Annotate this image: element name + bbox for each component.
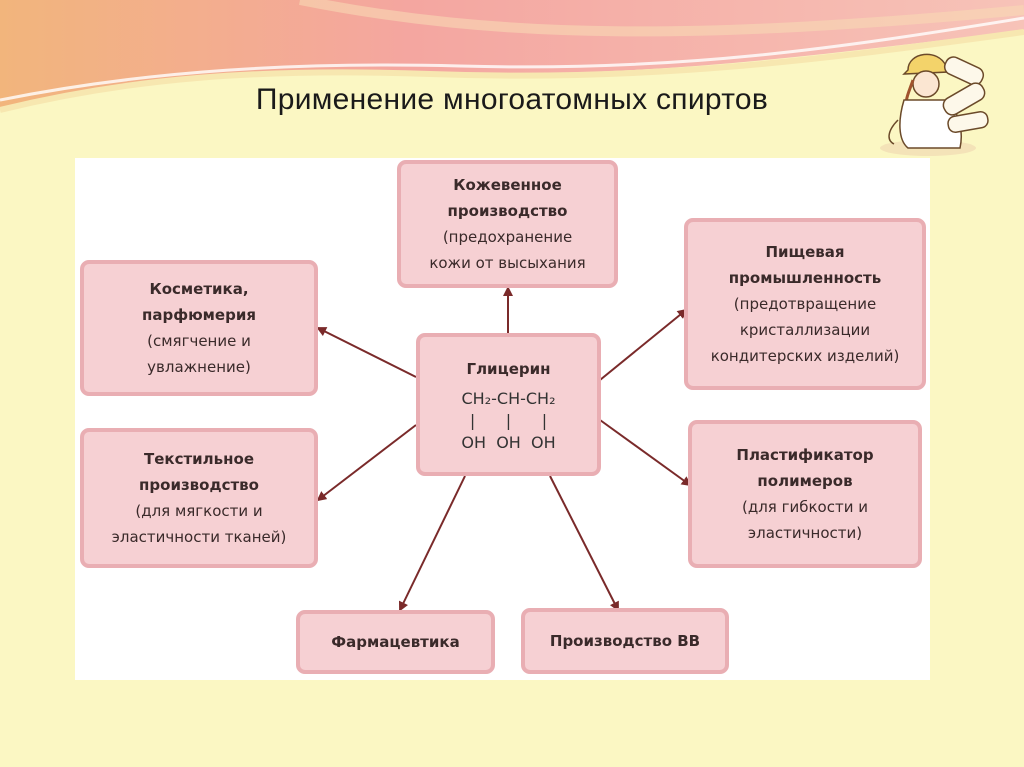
node-note: кристаллизации xyxy=(739,321,871,339)
arrow-to-plasticizer xyxy=(599,419,692,487)
page-title: Применение многоатомных спиртов xyxy=(255,83,769,116)
node-explosives: Производство ВВ xyxy=(521,608,729,674)
node-title: парфюмерия xyxy=(141,306,256,324)
arrow-to-food xyxy=(599,308,688,381)
node-note: (предохранение xyxy=(442,228,573,246)
node-title: Кожевенное xyxy=(453,176,562,194)
node-note: кожи от высыхания xyxy=(429,254,586,272)
node-note: эластичности) xyxy=(747,524,863,542)
glycerin-formula: CH₂-CH-CH₂ | | | OH OH OH xyxy=(461,388,555,454)
formula-bonds: | | | xyxy=(469,410,548,430)
node-note: (для мягкости и xyxy=(135,502,263,520)
node-title: производство xyxy=(139,476,259,494)
engineer-clipart-icon xyxy=(880,53,989,156)
node-note: (для гибкости и xyxy=(742,498,868,516)
node-title: промышленность xyxy=(728,269,882,287)
node-note: эластичности тканей) xyxy=(111,528,287,546)
node-textile: Текстильное производство (для мягкости и… xyxy=(80,428,318,568)
node-title: Пластификатор xyxy=(736,446,874,464)
node-plasticizer: Пластификатор полимеров (для гибкости и … xyxy=(688,420,922,568)
node-title: Текстильное xyxy=(144,450,254,468)
arrow-to-cosmetics xyxy=(316,327,417,378)
node-note: кондитерских изделий) xyxy=(710,347,900,365)
formula-line: OH OH OH xyxy=(461,432,556,452)
node-cosmetics: Косметика, парфюмерия (смягчение и увлаж… xyxy=(80,260,318,396)
arrow-to-textile xyxy=(316,424,417,502)
node-title: Фармацевтика xyxy=(331,633,460,651)
glycerin-title: Глицерин xyxy=(466,359,551,378)
arrow-to-explosives xyxy=(549,475,619,612)
arrow-to-pharma xyxy=(398,475,466,612)
node-title: производство xyxy=(447,202,568,220)
node-note: (предотвращение xyxy=(733,295,877,313)
node-title: Пищевая xyxy=(765,243,845,261)
node-glycerin: Глицерин CH₂-CH-CH₂ | | | OH OH OH xyxy=(416,333,601,476)
node-pharma: Фармацевтика xyxy=(296,610,495,674)
node-title: Производство ВВ xyxy=(549,632,701,650)
node-note: (смягчение и xyxy=(147,332,251,350)
node-food: Пищевая промышленность (предотвращение к… xyxy=(684,218,926,390)
formula-line: CH₂-CH-CH₂ xyxy=(461,388,556,408)
node-leather: Кожевенное производство (предохранение к… xyxy=(397,160,618,288)
node-title: Косметика, xyxy=(149,280,249,298)
header-banner xyxy=(0,0,1024,113)
node-title: полимеров xyxy=(757,472,853,490)
node-note: увлажнение) xyxy=(147,358,251,376)
